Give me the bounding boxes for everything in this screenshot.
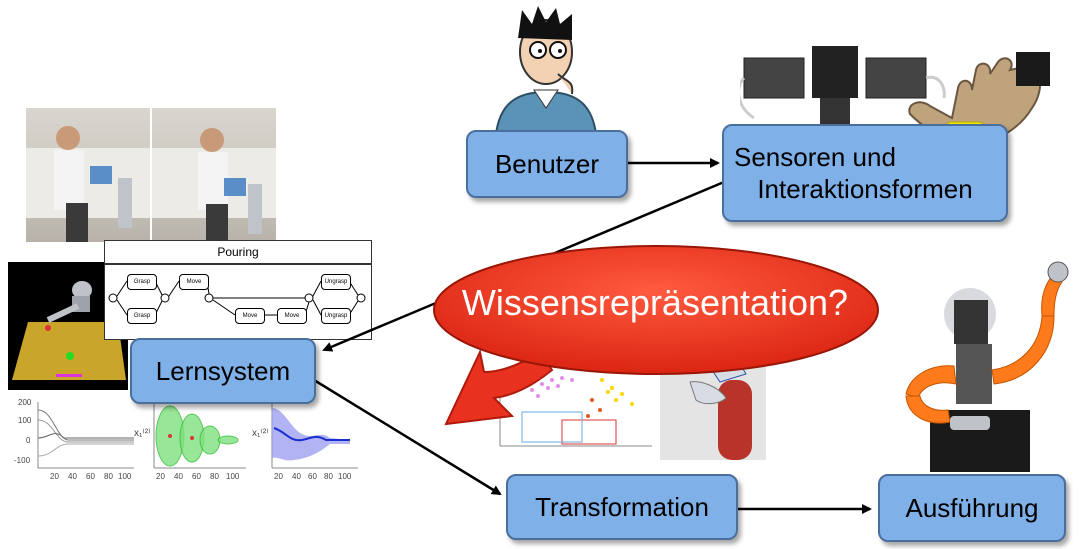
- plot3-xtick-20: 20: [274, 472, 283, 481]
- knowledge-ellipse: [433, 245, 879, 375]
- knowledge-scatter-plot: [492, 360, 656, 460]
- plot1-ytick-neg100: -100: [14, 456, 31, 465]
- node-transformation: Transformation: [506, 474, 738, 540]
- node-sensoren-line1: Sensoren und: [734, 141, 896, 172]
- plot1-xtick-100: 100: [118, 472, 132, 481]
- node-benutzer-label: Benutzer: [494, 148, 600, 179]
- workflow-node-ungrasp-2: Ungrasp: [321, 308, 351, 324]
- plot2-xtick-60: 60: [192, 472, 201, 481]
- plot3-ylabel: x₁⁽²⁾: [252, 428, 269, 439]
- big-red-arrow: [444, 348, 554, 426]
- workflow-title: Pouring: [104, 240, 372, 264]
- plot3-xtick-100: 100: [338, 472, 352, 481]
- plot1-ytick-200: 200: [18, 398, 32, 407]
- trajectory-plot-1: 200 100 0 -100 20 40 60 80 100: [8, 398, 136, 488]
- plot2-xtick-80: 80: [210, 472, 219, 481]
- workflow-node-ungrasp-1: Ungrasp: [321, 274, 351, 290]
- node-transformation-label: Transformation: [535, 491, 709, 522]
- plot3-xtick-60: 60: [308, 472, 317, 481]
- trajectory-plot-3: x₁⁽²⁾ 20 40 60 80 100: [250, 398, 360, 488]
- trajectory-plot-2: x₁⁽²⁾ 20 40 60 80 100: [130, 398, 248, 488]
- robot-photo: [890, 246, 1080, 472]
- knowledge-representation-label: Wissensrepräsentation?: [461, 282, 849, 323]
- plot1-ytick-100: 100: [18, 416, 32, 425]
- workflow-node-move-2: Move: [235, 308, 265, 324]
- plot2-xtick-100: 100: [226, 472, 240, 481]
- plot2-xtick-20: 20: [156, 472, 165, 481]
- node-benutzer: Benutzer: [466, 130, 628, 198]
- node-ausfuehrung: Ausführung: [878, 474, 1066, 542]
- plot3-xtick-40: 40: [292, 472, 301, 481]
- workflow-node-move-3: Move: [277, 308, 307, 324]
- plot1-xtick-60: 60: [86, 472, 95, 481]
- arrow-lernsystem-to-transformation: [313, 378, 502, 496]
- plot3-xtick-80: 80: [324, 472, 333, 481]
- plot2-xtick-40: 40: [174, 472, 183, 481]
- node-sensoren: Sensoren und Interaktionsformen: [722, 124, 1008, 222]
- node-sensoren-line2: Interaktionsformen: [757, 174, 973, 204]
- sensor-board-photo: [740, 38, 950, 126]
- demonstration-photo-1: [26, 108, 150, 242]
- plot1-ytick-0: 0: [26, 436, 31, 445]
- workflow-node-move-1: Move: [179, 274, 209, 290]
- node-lernsystem-label: Lernsystem: [155, 355, 291, 386]
- demonstration-photo-2: [152, 108, 276, 242]
- workflow-node-grasp-2: Grasp: [127, 308, 157, 324]
- plot1-xtick-20: 20: [50, 472, 59, 481]
- plot1-xtick-80: 80: [104, 472, 113, 481]
- workflow-graph: Grasp Grasp Move Move Move Ungrasp Ungra…: [104, 264, 372, 340]
- grasp-simulation-photo: [660, 360, 766, 460]
- user-cartoon: [486, 4, 606, 134]
- node-ausfuehrung-label: Ausführung: [905, 492, 1039, 523]
- plot2-ylabel: x₁⁽²⁾: [134, 428, 151, 439]
- workflow-node-grasp-1: Grasp: [127, 274, 157, 290]
- node-lernsystem: Lernsystem: [130, 338, 316, 404]
- plot1-xtick-40: 40: [68, 472, 77, 481]
